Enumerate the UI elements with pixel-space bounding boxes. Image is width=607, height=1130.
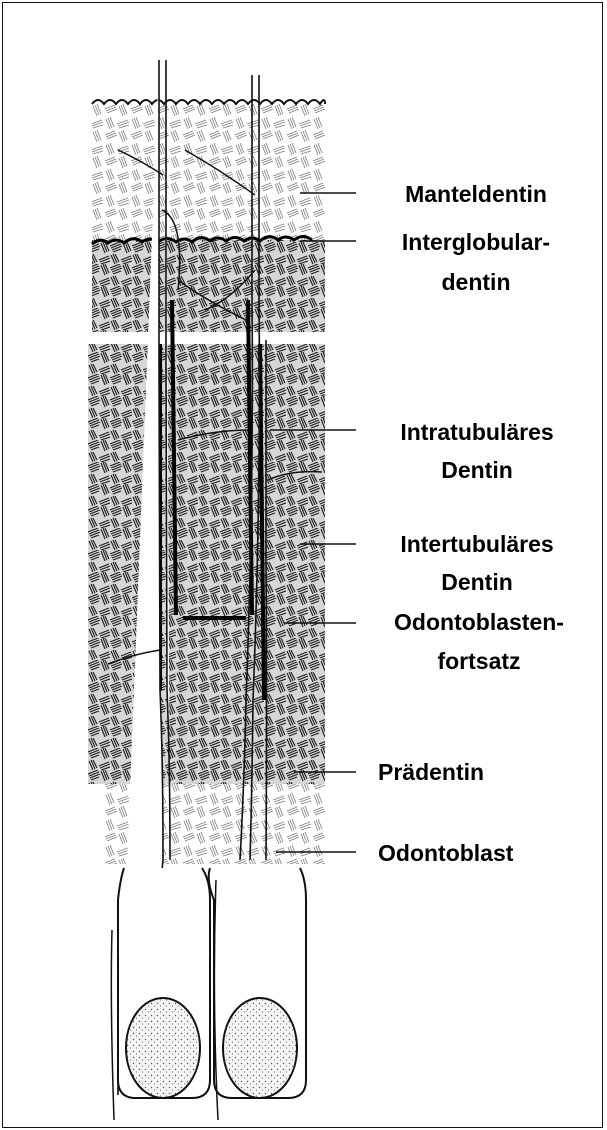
mantle-top-edge xyxy=(92,100,325,104)
label-intratubulaeres-line1: Intratubuläres xyxy=(378,418,576,446)
nucleus-left xyxy=(126,998,200,1098)
label-intertubulaeres-line1: Intertubuläres xyxy=(378,530,576,558)
label-odontoblast: Odontoblast xyxy=(378,839,568,867)
nucleus-right xyxy=(223,998,297,1098)
label-intratubulaeres-line2: Dentin xyxy=(378,456,576,484)
label-intertubulaeres-line2: Dentin xyxy=(378,568,576,596)
label-praedentin: Prädentin xyxy=(378,758,498,786)
mantle-dentin-region xyxy=(92,104,325,242)
label-fortsatz-line1: Odontoblasten- xyxy=(372,608,586,636)
label-fortsatz-line2: fortsatz xyxy=(372,647,586,675)
odontoblast-process-right xyxy=(266,340,267,860)
label-interglobular-line2: dentin xyxy=(378,268,574,296)
label-interglobular-line1: Interglobular- xyxy=(378,228,574,256)
label-manteldentin: Manteldentin xyxy=(378,180,574,208)
intertubular-dentin-region xyxy=(88,344,325,784)
interglobular-dentin-region xyxy=(92,240,325,332)
